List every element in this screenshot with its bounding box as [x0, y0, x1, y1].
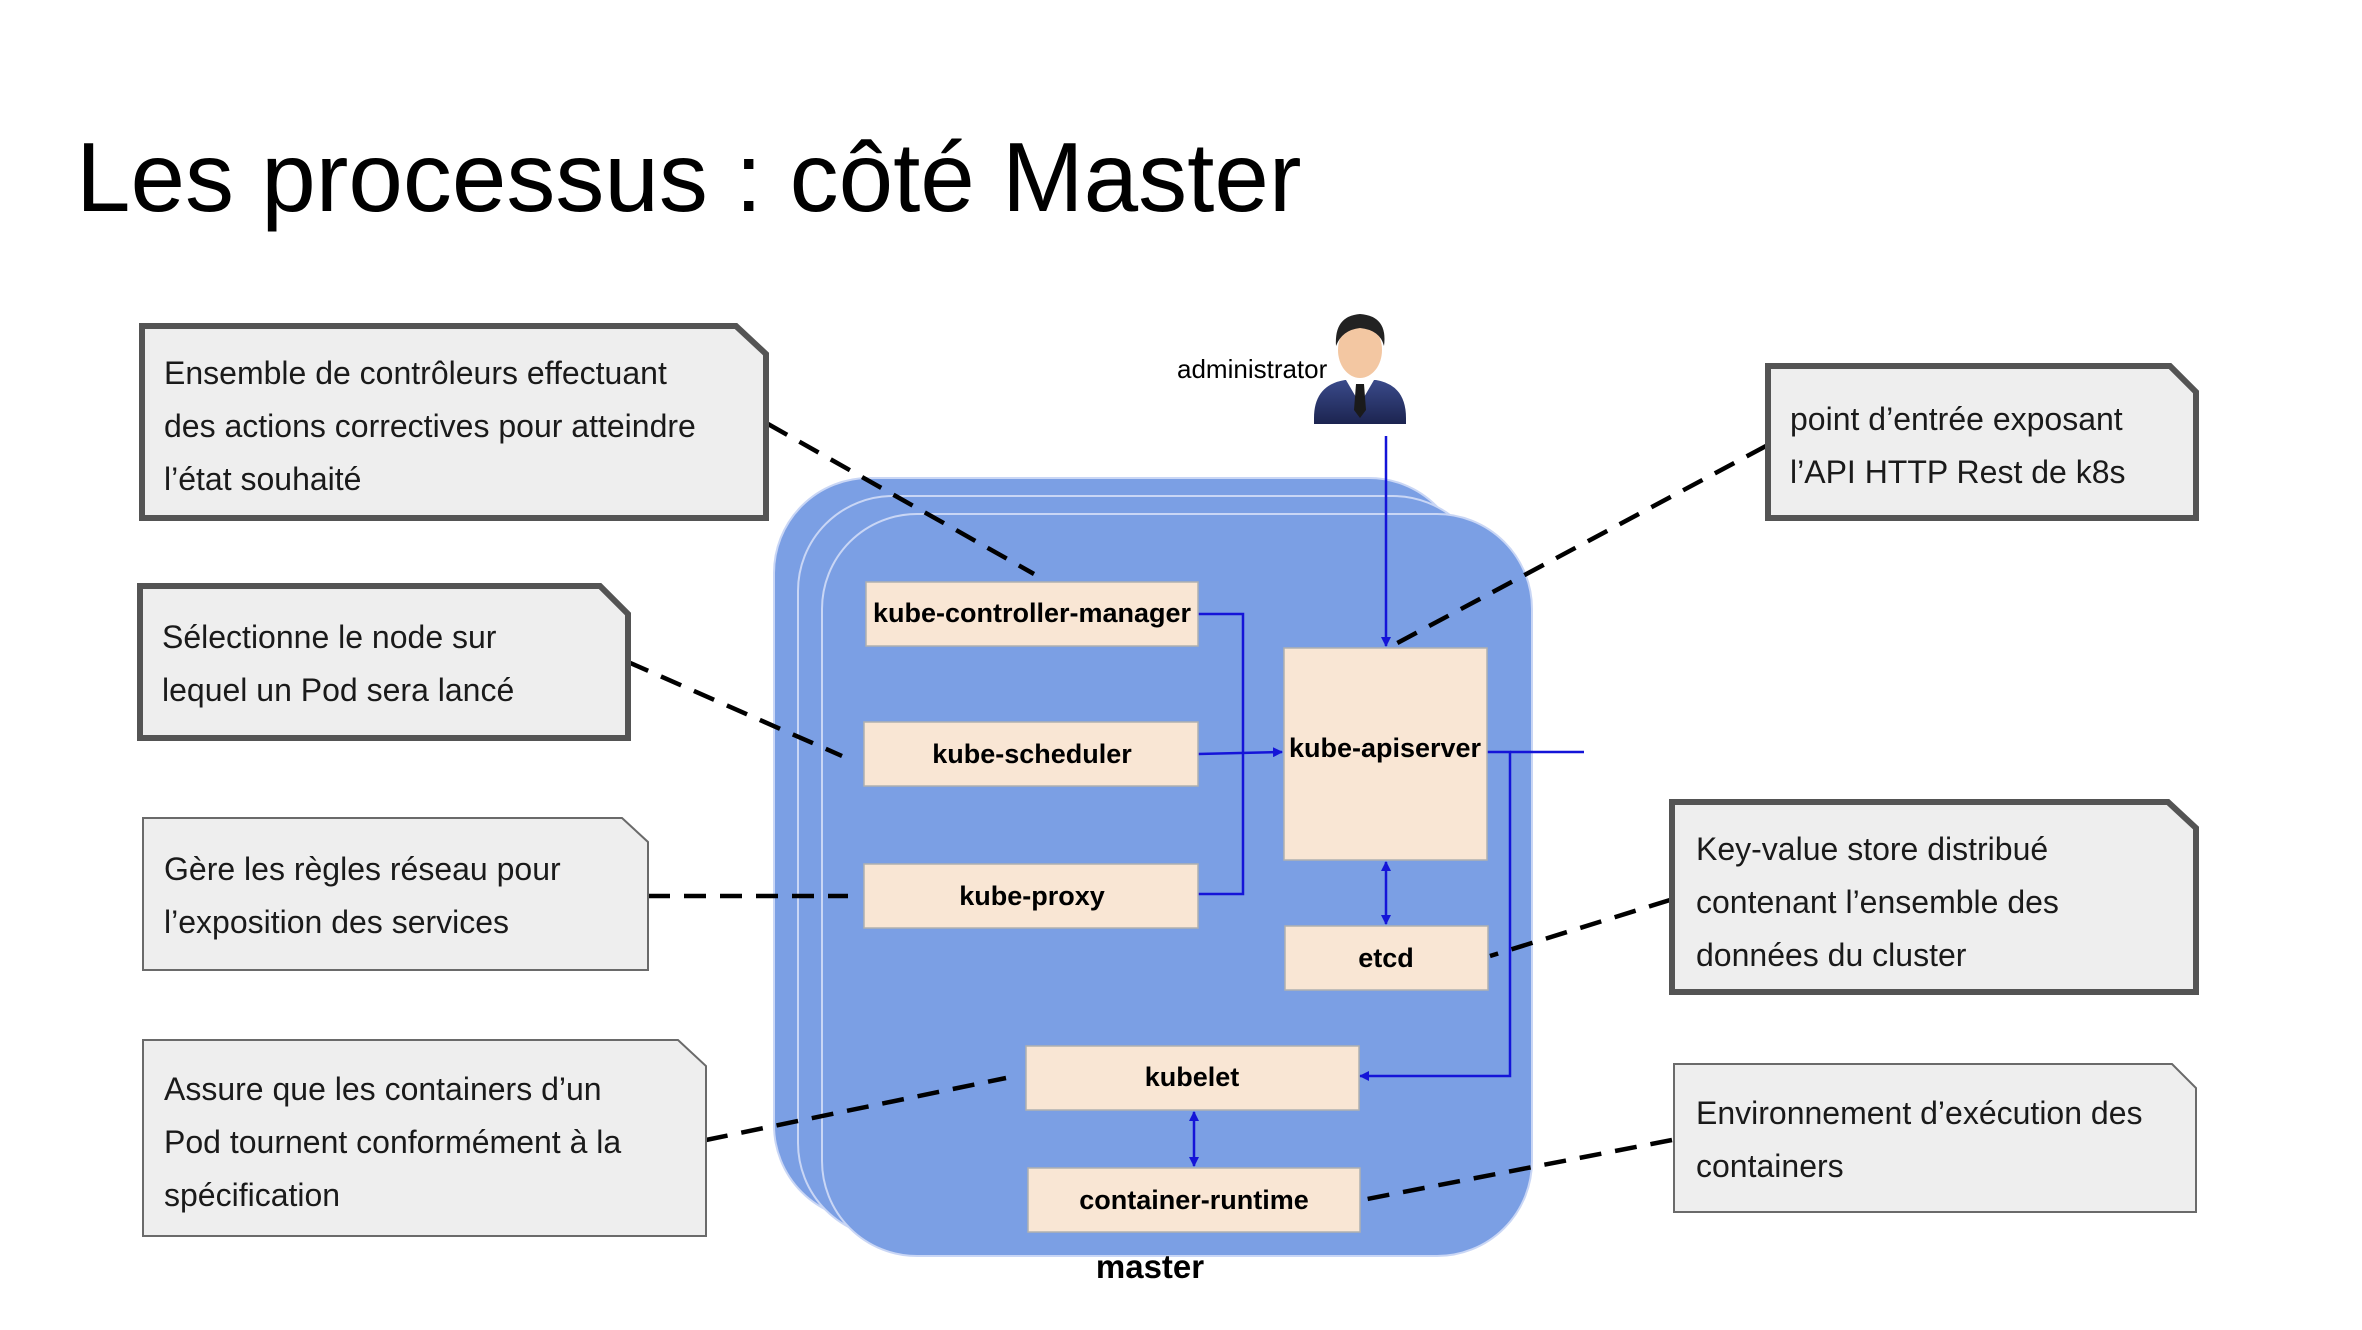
- component-controller-manager[interactable]: kube-controller-manager: [865, 581, 1199, 647]
- connectors: [1189, 436, 1584, 1167]
- page-title: Les processus : côté Master: [76, 122, 1302, 232]
- note-proxy: Gère les règles réseau pour l’exposition…: [142, 817, 649, 971]
- component-kubelet-label: kubelet: [1145, 1062, 1240, 1092]
- component-apiserver-label: kube-apiserver: [1289, 733, 1482, 763]
- component-etcd[interactable]: etcd: [1284, 925, 1489, 991]
- note-container-runtime-line-1: Environnement d’exécution des: [1696, 1095, 2143, 1131]
- administrator-person-icon: [1314, 314, 1406, 424]
- note-controller-manager: Ensemble de contrôleurs effectuant des a…: [139, 323, 769, 521]
- note-kubelet-line-1: Assure que les containers d’un: [164, 1071, 602, 1107]
- note-container-runtime: Environnement d’exécution des containers: [1673, 1063, 2197, 1213]
- note-kubelet-line-2: Pod tournent conformément à la: [164, 1124, 621, 1160]
- note-proxy-line-2: l’exposition des services: [164, 904, 509, 940]
- note-scheduler-line-2: lequel un Pod sera lancé: [162, 672, 514, 708]
- note-etcd: Key-value store distribué contenant l’en…: [1669, 799, 2199, 995]
- note-controller-manager-line-1: Ensemble de contrôleurs effectuant: [164, 355, 667, 391]
- component-kubelet[interactable]: kubelet: [1025, 1045, 1360, 1111]
- note-container-runtime-line-2: containers: [1696, 1148, 1844, 1184]
- note-etcd-line-3: données du cluster: [1696, 937, 1967, 973]
- component-container-runtime[interactable]: container-runtime: [1027, 1167, 1361, 1233]
- leader-lines: [627, 422, 1768, 1203]
- note-proxy-line-1: Gère les règles réseau pour: [164, 851, 561, 887]
- note-scheduler-line-1: Sélectionne le node sur: [162, 619, 497, 655]
- note-apiserver-line-1: point d’entrée exposant: [1790, 401, 2123, 437]
- component-proxy[interactable]: kube-proxy: [863, 863, 1199, 929]
- component-container-runtime-label: container-runtime: [1079, 1185, 1309, 1215]
- component-apiserver[interactable]: kube-apiserver: [1283, 647, 1488, 861]
- component-scheduler[interactable]: kube-scheduler: [863, 721, 1199, 787]
- note-scheduler: Sélectionne le node sur lequel un Pod se…: [137, 583, 631, 741]
- administrator-label: administrator: [1177, 354, 1328, 384]
- component-scheduler-label: kube-scheduler: [932, 739, 1132, 769]
- master-label: master: [1096, 1248, 1204, 1285]
- note-apiserver: point d’entrée exposant l’API HTTP Rest …: [1765, 363, 2199, 521]
- note-etcd-line-2: contenant l’ensemble des: [1696, 884, 2059, 920]
- component-etcd-label: etcd: [1358, 943, 1414, 973]
- note-controller-manager-line-2: des actions correctives pour atteindre: [164, 408, 696, 444]
- note-controller-manager-line-3: l’état souhaité: [164, 461, 361, 497]
- note-kubelet-line-3: spécification: [164, 1177, 340, 1213]
- note-etcd-line-1: Key-value store distribué: [1696, 831, 2048, 867]
- note-kubelet: Assure que les containers d’un Pod tourn…: [142, 1039, 707, 1237]
- component-controller-manager-label: kube-controller-manager: [873, 598, 1192, 628]
- note-apiserver-line-2: l’API HTTP Rest de k8s: [1790, 454, 2126, 490]
- component-proxy-label: kube-proxy: [959, 881, 1105, 911]
